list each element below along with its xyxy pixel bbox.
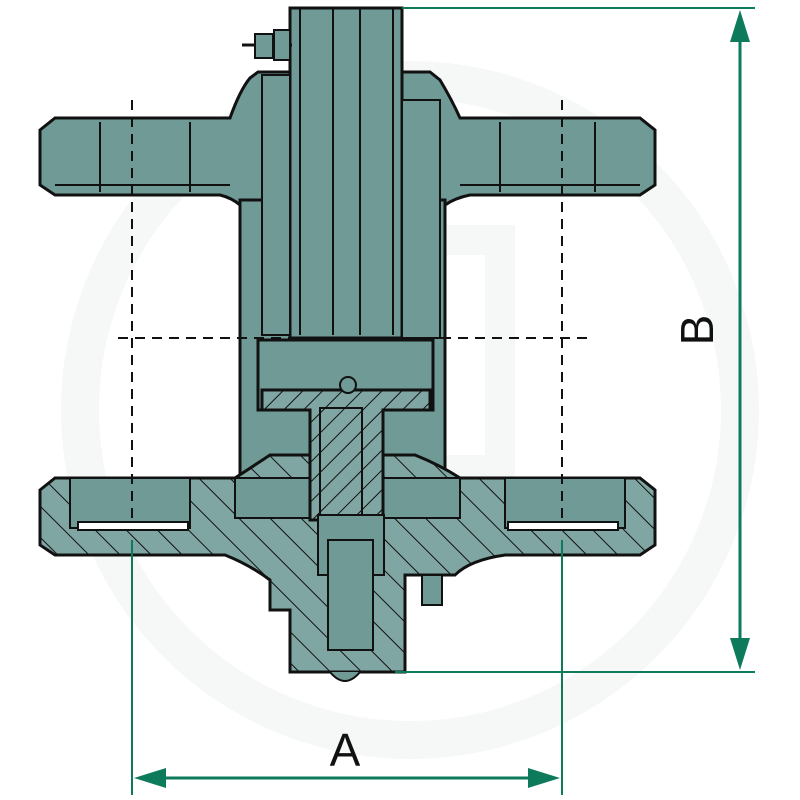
dimension-b-label: B (671, 315, 723, 346)
center-lines (118, 100, 590, 520)
dimension-b: B (395, 7, 755, 673)
dimension-a-label: A (330, 724, 361, 776)
center-bolt (260, 376, 432, 682)
grease-nipple (242, 29, 292, 61)
dimension-a: A (131, 540, 563, 795)
